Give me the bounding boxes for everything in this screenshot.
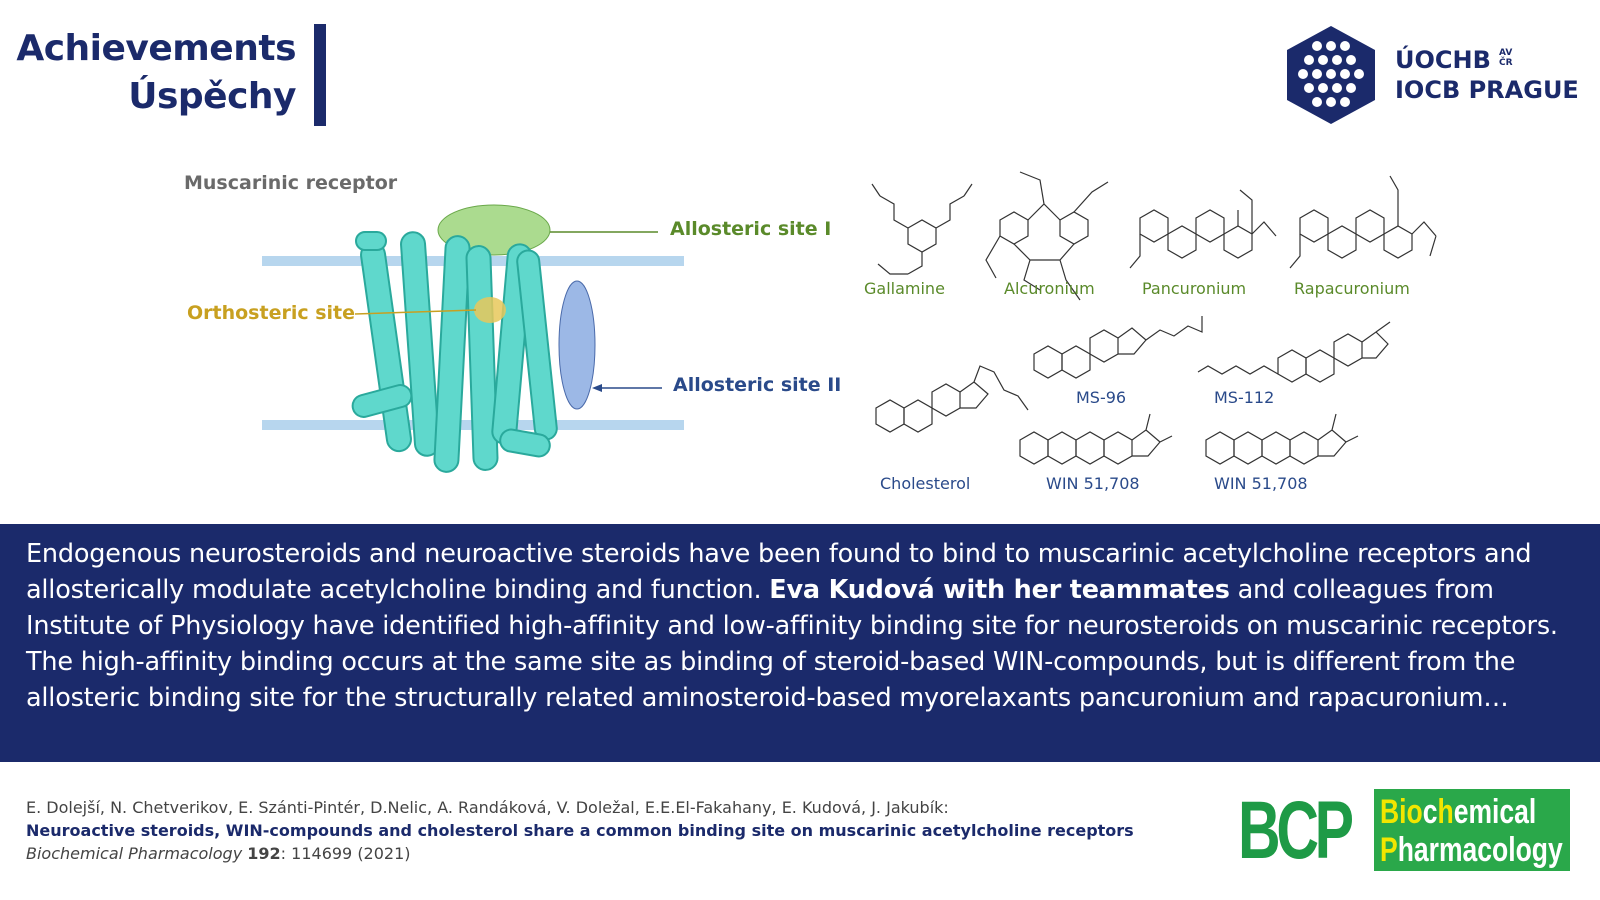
logo-sup-top: AV: [1499, 48, 1513, 58]
summary-bold: Eva Kudová with her teammates: [769, 575, 1230, 605]
bp-line1-a: c: [1422, 793, 1438, 831]
summary-band: Endogenous neurosteroids and neuroactive…: [0, 524, 1600, 762]
biochemical-pharmacology-logo[interactable]: Biochemical Pharmacology: [1374, 789, 1570, 871]
citation-journal-name: Biochemical Pharmacology: [26, 844, 243, 863]
logo-line2: IOCB PRAGUE: [1395, 76, 1579, 104]
receptor-title: Muscarinic receptor: [184, 172, 398, 194]
bp-line1-hl2: h: [1437, 793, 1454, 831]
citation-journal: Biochemical Pharmacology 192: 114699 (20…: [26, 842, 1226, 865]
allosteric-site-2-ellipse: [558, 280, 596, 410]
citation-block: E. Dolejší, N. Chetverikov, E. Szánti-Pi…: [26, 796, 1226, 865]
bp-logo-line1: Biochemical: [1380, 793, 1536, 832]
bp-logo-line2: Pharmacology: [1380, 831, 1563, 870]
compound-ms-96: MS-96: [1076, 388, 1127, 407]
compound-cholesterol: Cholesterol: [880, 474, 971, 493]
bcp-logo-text: BCP: [1238, 785, 1354, 876]
header-title-block: Achievements Úspěchy: [16, 24, 326, 126]
bcp-logo[interactable]: BCP: [1238, 790, 1361, 872]
compound-rapacuronium: Rapacuronium: [1294, 279, 1410, 298]
summary-part2: and colleagues from Institute of Physiol…: [26, 575, 1558, 713]
compound-gallamine: Gallamine: [864, 279, 945, 298]
orthosteric-site-label: Orthosteric site: [187, 302, 356, 324]
allosteric-site-1-label: Allosteric site I: [670, 218, 832, 240]
figure-graphic: [262, 171, 1437, 473]
bp-line2-rest: harmacology: [1397, 831, 1563, 869]
compound-ms-112: MS-112: [1214, 388, 1275, 407]
orthosteric-site-dot: [474, 297, 506, 323]
chemical-structures: [871, 171, 1437, 465]
header-title-line1: Achievements: [16, 28, 296, 69]
allosteric-site-2-label: Allosteric site II: [673, 374, 842, 396]
logo-sup-bottom: ČR: [1499, 58, 1513, 68]
bp-line1-hl: Bio: [1380, 793, 1423, 831]
compound-win-51708-a: WIN 51,708: [1046, 474, 1140, 493]
compound-alcuronium: Alcuronium: [1004, 279, 1095, 298]
header-title-line2: Úspěchy: [128, 76, 296, 117]
compound-win-51708-b: WIN 51,708: [1214, 474, 1308, 493]
citation-volume: 192: [247, 844, 281, 863]
logo-line1: ÚOCHB: [1395, 46, 1491, 74]
bp-line1-b: emical: [1453, 793, 1537, 831]
compound-pancuronium: Pancuronium: [1142, 279, 1247, 298]
bp-line2-hl: P: [1380, 831, 1398, 869]
summary-part1: Endogenous neurosteroids and neuroactive…: [26, 539, 1532, 605]
citation-title[interactable]: Neuroactive steroids, WIN-compounds and …: [26, 821, 1134, 840]
citation-pages-year: : 114699 (2021): [280, 844, 411, 863]
iocb-hexagon-dots-logo-icon: [1287, 26, 1375, 124]
receptor-helices: [351, 231, 558, 473]
figure-panel: Muscarinic receptor Allosteric site I Or…: [0, 140, 1600, 520]
header-accent-bar: [314, 24, 326, 126]
summary-paragraph: Endogenous neurosteroids and neuroactive…: [26, 536, 1574, 716]
citation-authors: E. Dolejší, N. Chetverikov, E. Szánti-Pi…: [26, 798, 949, 817]
